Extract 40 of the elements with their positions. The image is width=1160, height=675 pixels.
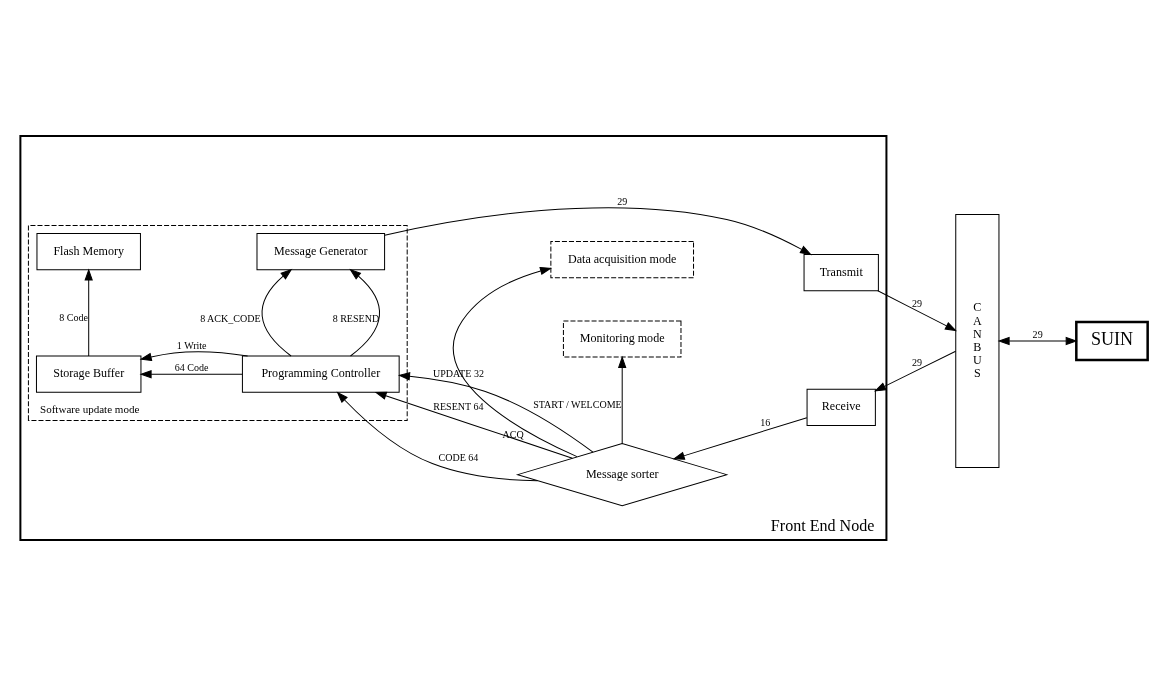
node-box: Storage Buffer bbox=[35, 355, 142, 393]
edge-label: 8 RESEND bbox=[332, 312, 380, 324]
node-box: Message Generator bbox=[256, 232, 386, 270]
node-box: SUIN bbox=[1075, 320, 1149, 361]
arrow bbox=[140, 350, 249, 361]
node-box: Monitoring mode bbox=[562, 319, 682, 358]
node-box: Transmit bbox=[803, 253, 879, 291]
edge-label: START / WELCOME bbox=[533, 398, 622, 410]
arrow bbox=[384, 206, 812, 255]
arrow bbox=[261, 268, 292, 356]
arrow bbox=[140, 369, 243, 378]
edge-label: 29 bbox=[1032, 328, 1043, 340]
node-box: Receive bbox=[806, 388, 876, 426]
arrow bbox=[337, 391, 538, 481]
node-diamond: Message sorter bbox=[517, 442, 728, 506]
arrow bbox=[998, 336, 1077, 345]
edge-label: 64 Code bbox=[174, 361, 209, 373]
edge-label: 16 bbox=[760, 416, 771, 428]
node-box: Flash Memory bbox=[36, 232, 141, 270]
edge-label: 1 Write bbox=[176, 339, 207, 351]
edge-label: 29 bbox=[617, 195, 628, 207]
edge-label: RESENT 64 bbox=[433, 400, 484, 412]
edge-label: 8 Code bbox=[59, 311, 88, 323]
arrow bbox=[452, 266, 578, 457]
arrow bbox=[375, 391, 573, 459]
edge-label: 29 bbox=[912, 297, 923, 309]
arrow bbox=[84, 268, 93, 356]
edge-label: 29 bbox=[912, 356, 923, 368]
edge-label: 8 ACK_CODE bbox=[200, 312, 261, 324]
arrow bbox=[874, 350, 957, 391]
arrow bbox=[349, 268, 380, 356]
edge-label: ACQ bbox=[502, 428, 524, 440]
arrow bbox=[877, 289, 957, 331]
arrow bbox=[673, 416, 808, 460]
arrow bbox=[398, 371, 594, 453]
edge-label: CODE 64 bbox=[438, 451, 479, 463]
arrow bbox=[618, 356, 627, 444]
node-box: Programming Controller bbox=[241, 355, 400, 393]
node-box: Data acquisition mode bbox=[550, 240, 695, 278]
node-box: C A N B U S bbox=[955, 213, 1000, 468]
